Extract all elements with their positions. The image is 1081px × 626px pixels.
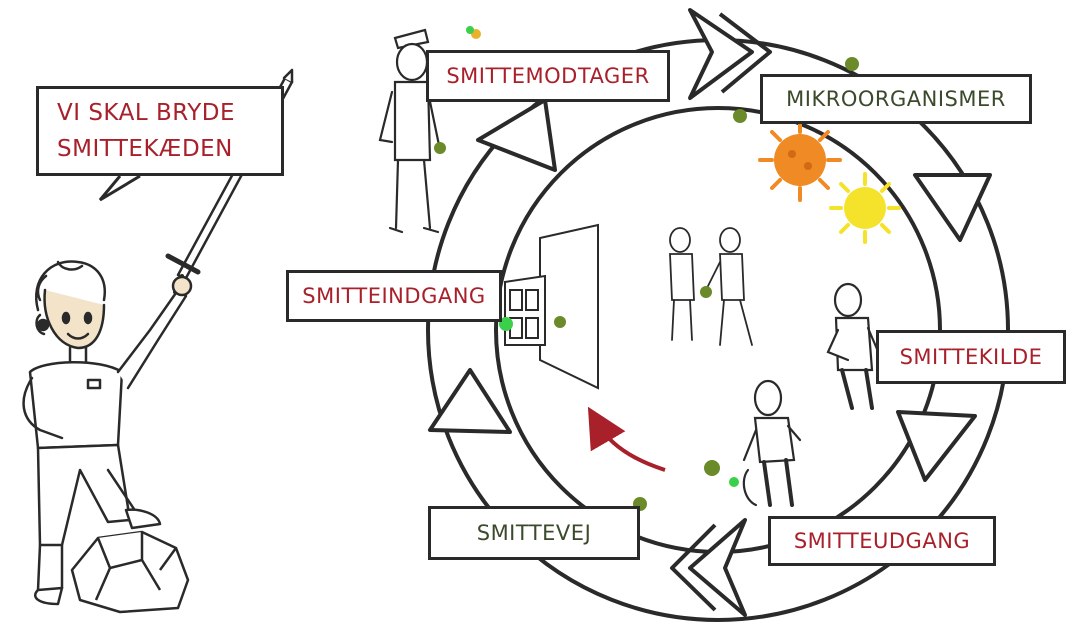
- arrow-head-top: [688, 8, 754, 100]
- virus-yellow-icon: [829, 172, 901, 244]
- speech-line-2: SMITTEKÆDEN: [57, 136, 233, 162]
- arrow-head-left-upper: [476, 98, 557, 172]
- woman-with-sword-figure: [22, 68, 294, 606]
- stage-label-smitteudgang: SMITTEUDGANG: [768, 516, 996, 566]
- stage-label-smitteindgang: SMITTEINDGANG: [286, 270, 502, 322]
- stage-label-smittevej: SMITTEVEJ: [428, 506, 640, 560]
- virus-orange-icon: [758, 118, 842, 202]
- source-man-figure: [826, 282, 882, 410]
- red-curved-arrow: [587, 406, 666, 472]
- arrow-head-right-upper: [913, 173, 992, 242]
- arrow-head-right-lower: [896, 410, 977, 482]
- speech-bubble: VI SKAL BRYDE SMITTEKÆDEN: [36, 86, 284, 176]
- center-people-figure: [669, 227, 753, 346]
- stage-label-mikroorganismer: MIKROORGANISMER: [760, 74, 1032, 124]
- stage-label-smittemodtager: SMITTEMODTAGER: [426, 50, 670, 102]
- cycle-arrow-heads: [428, 8, 992, 617]
- coughing-man-figure: [742, 379, 802, 507]
- speech-line-1: VI SKAL BRYDE: [57, 100, 236, 126]
- rock-icon: [70, 530, 190, 614]
- virus-green-icons: [434, 26, 859, 511]
- arrow-head-bottom: [688, 518, 747, 617]
- arrow-head-left-lower: [428, 368, 512, 434]
- door-icon: [504, 223, 599, 390]
- speech-tail: [98, 174, 141, 202]
- stage-label-smittekilde: SMITTEKILDE: [876, 330, 1066, 384]
